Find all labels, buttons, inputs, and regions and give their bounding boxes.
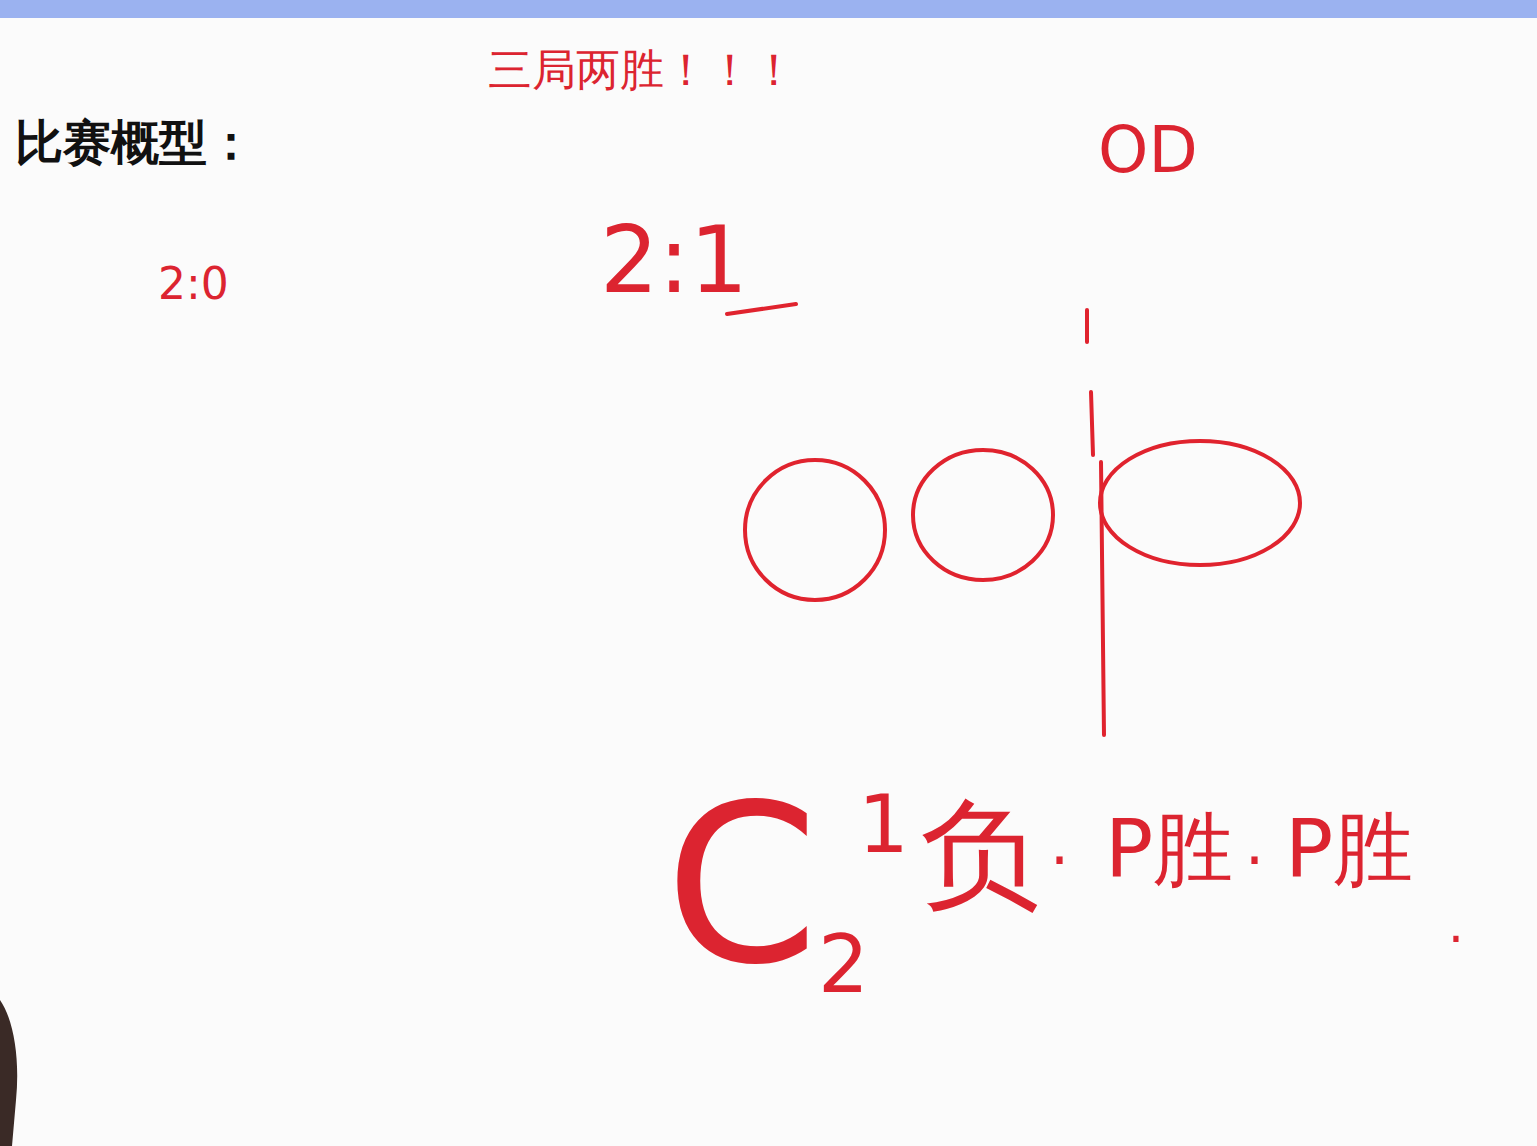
formula-term: P胜 (1285, 810, 1413, 890)
formula-subscript: 2 (818, 925, 869, 1005)
game-circle (913, 450, 1053, 580)
score-label: 2:0 (158, 262, 229, 306)
divider-line (1101, 462, 1104, 735)
divider-dash (1091, 392, 1093, 455)
divider-dash (1085, 310, 1089, 342)
formula-dot: · (1050, 830, 1069, 890)
formula-superscript: 1 (858, 785, 909, 865)
formula-dot: . (1448, 900, 1464, 950)
handwriting: OD (1098, 118, 1198, 182)
game-circle (745, 460, 885, 600)
formula-symbol: C (665, 775, 819, 995)
heading: 比赛概型： (15, 118, 255, 166)
game-sketch (727, 304, 1300, 735)
formula-term: P胜 (1105, 810, 1233, 890)
avatar-edge (0, 1000, 17, 1146)
formula-dot: · (1245, 830, 1264, 890)
note-heading: 三局两胜！！！ (488, 48, 796, 92)
score-handwriting: 2:1 (600, 215, 748, 307)
formula-term: 负 (920, 795, 1040, 915)
game-circle (1100, 441, 1300, 565)
top-bar (0, 0, 1537, 18)
